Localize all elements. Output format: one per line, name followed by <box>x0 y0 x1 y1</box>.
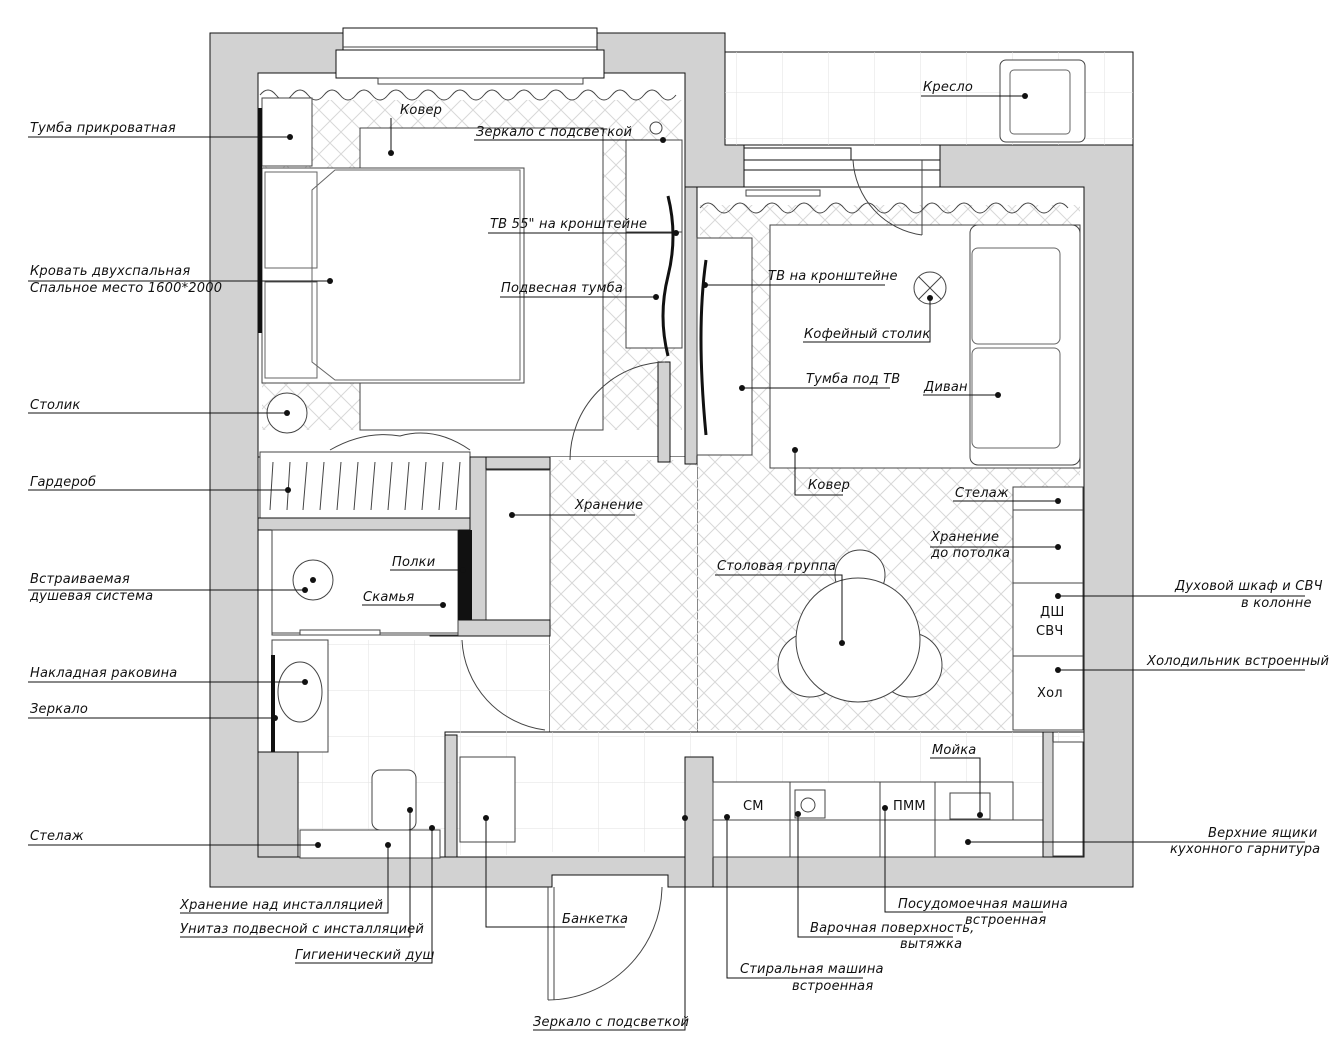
label-rack-living: Стелаж <box>955 486 1009 501</box>
label-kitchen-sink: Мойка <box>932 743 976 758</box>
label-hyg-shower: Гигиенический душ <box>295 948 435 963</box>
label-fridge: Холодильник встроенный <box>1146 654 1329 669</box>
label-shower-2: душевая система <box>29 589 153 604</box>
wardrobe-doors <box>329 432 471 451</box>
shower-zone <box>271 529 459 636</box>
hall-floor <box>550 460 700 730</box>
pillow-2 <box>264 281 318 379</box>
dining-group <box>777 549 943 703</box>
bedroom-door <box>569 361 666 461</box>
label-hob-2: вытяжка <box>900 937 962 952</box>
label-hanging-cab: Подвесная тумба <box>501 281 623 296</box>
label-oven-2: в колонне <box>1241 596 1312 611</box>
mirror-bath <box>271 655 275 755</box>
label-tv-bracket: ТВ на кронштейне <box>768 269 898 284</box>
label-rug-living: Ковер <box>808 478 850 493</box>
label-wardrobe: Гардероб <box>30 475 96 490</box>
tag-dishwasher: ПММ <box>893 799 926 814</box>
label-tv-stand: Тумба под ТВ <box>806 372 900 387</box>
label-rug-bed: Ковер <box>400 103 442 118</box>
label-sink: Накладная раковина <box>30 666 177 681</box>
partition-bed-living <box>684 186 698 465</box>
label-double-bed-size: Спальное место 1600*2000 <box>30 281 222 296</box>
window-top <box>335 27 605 85</box>
wc <box>371 769 417 831</box>
leaders <box>28 93 1305 1031</box>
label-washer-2: встроенная <box>792 979 873 994</box>
kitchen-column <box>1012 486 1084 731</box>
label-oven: Духовой шкаф и СВЧ <box>1174 579 1323 594</box>
tv-bracket <box>699 259 708 436</box>
label-wc: Унитаз подвесной с инсталляцией <box>180 922 424 937</box>
label-shelves: Полки <box>392 555 435 570</box>
label-shower: Встраиваемая <box>30 572 130 587</box>
label-hob: Варочная поверхность, <box>810 921 974 936</box>
bed <box>261 167 525 384</box>
label-coffee-table: Кофейный столик <box>804 327 930 342</box>
headboard <box>258 108 262 333</box>
bench <box>459 756 516 843</box>
labels: Тумба прикроватная Кровать двухспальная … <box>29 80 1329 1030</box>
label-storage-ceiling-2: до потолка <box>930 546 1010 561</box>
label-dishwasher: Посудомоечная машина <box>898 897 1068 912</box>
label-double-bed: Кровать двухспальная <box>30 264 190 279</box>
label-upper-cab-2: кухонного гарнитура <box>1170 842 1320 857</box>
entry-door <box>547 886 663 1001</box>
lamp-icon <box>649 121 663 135</box>
label-storage-ceiling: Хранение <box>930 530 999 545</box>
label-bench-shower: Скамья <box>363 590 414 605</box>
kitchen-sink <box>949 792 991 820</box>
label-bedside-table: Тумба прикроватная <box>30 121 176 136</box>
wardrobe <box>259 451 471 519</box>
label-dishwasher-2: встроенная <box>965 913 1046 928</box>
tag-microwave: СВЧ <box>1036 624 1064 639</box>
label-washer: Стиральная машина <box>740 962 884 977</box>
label-storage-hall: Хранение <box>574 498 643 513</box>
storage-hall <box>485 469 551 631</box>
tag-fridge: Хол <box>1037 686 1063 701</box>
sofa <box>969 224 1081 466</box>
kitchen-upper <box>712 819 1044 858</box>
storage-install <box>299 829 441 859</box>
label-side-table: Столик <box>30 398 80 413</box>
tv-stand <box>696 237 753 456</box>
label-upper-cab: Верхние ящики <box>1208 826 1317 841</box>
bedside-table <box>261 97 313 167</box>
balcony-door <box>852 159 923 236</box>
label-armchair: Кресло <box>923 80 973 95</box>
tv55 <box>661 195 675 357</box>
pillow-1 <box>264 171 318 269</box>
label-rack-bath: Стелаж <box>30 829 84 844</box>
label-bench: Банкетка <box>562 912 628 927</box>
tag-oven: ДШ <box>1040 605 1064 620</box>
label-tv55: ТВ 55" на кронштейне <box>490 217 647 232</box>
blanket <box>311 169 521 381</box>
label-mirror-lit-bottom: Зеркало с подсветкой <box>533 1015 689 1030</box>
shelves <box>458 530 472 620</box>
bath-door <box>461 639 546 731</box>
label-sofa: Диван <box>923 380 968 395</box>
window-living <box>743 147 941 197</box>
label-mirror-lit-top: Зеркало с подсветкой <box>476 125 632 140</box>
partition-stub <box>657 361 671 463</box>
label-storage-install: Хранение над инсталляцией <box>179 898 383 913</box>
curtain-bedroom <box>259 89 677 101</box>
label-dining: Столовая группа <box>717 559 836 574</box>
curtain-living <box>699 202 1069 214</box>
armchair <box>999 59 1086 143</box>
wardrobe-hangers <box>269 461 461 511</box>
label-mirror: Зеркало <box>30 702 88 717</box>
tag-washer: СМ <box>743 799 764 814</box>
